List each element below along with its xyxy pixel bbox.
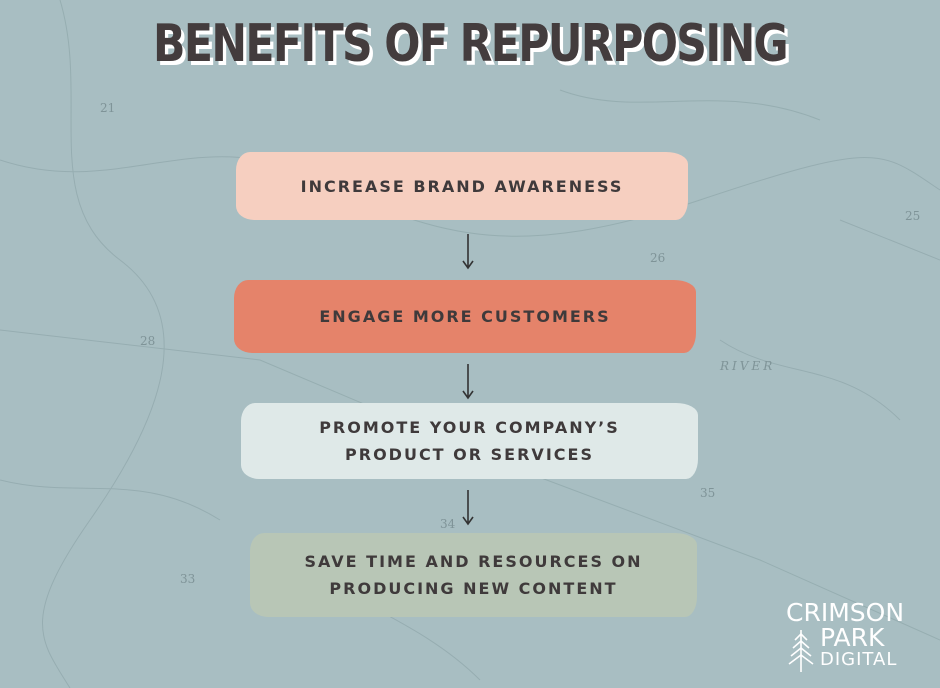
- pine-tree-icon: [788, 630, 814, 672]
- step-promote-products: PROMOTE YOUR COMPANY’S PRODUCT OR SERVIC…: [241, 403, 698, 479]
- step-increase-brand-awareness: INCREASE BRAND AWARENESS: [236, 152, 688, 220]
- logo-line-1: CRIMSON: [786, 598, 905, 627]
- svg-text:33: 33: [180, 572, 195, 586]
- arrow-down-icon: [462, 364, 474, 400]
- logo-line-3: DIGITAL: [820, 649, 898, 670]
- svg-text:25: 25: [905, 209, 920, 223]
- svg-text:28: 28: [140, 334, 155, 348]
- logo-line-2: PARK: [820, 623, 885, 652]
- page-title: BENEFITS OF REPURPOSING: [152, 14, 789, 74]
- arrow-down-icon: [462, 234, 474, 270]
- svg-text:26: 26: [650, 251, 665, 265]
- svg-text:34: 34: [440, 517, 456, 531]
- svg-text:RIVER: RIVER: [719, 359, 775, 373]
- arrow-down-icon: [462, 490, 474, 526]
- crimson-park-digital-logo: CRIMSON PARK DIGITAL: [786, 600, 904, 672]
- svg-text:21: 21: [100, 101, 115, 115]
- step-engage-more-customers: ENGAGE MORE CUSTOMERS: [234, 280, 696, 353]
- svg-text:35: 35: [700, 486, 715, 500]
- step-save-time-resources: SAVE TIME AND RESOURCES ON PRODUCING NEW…: [250, 533, 697, 617]
